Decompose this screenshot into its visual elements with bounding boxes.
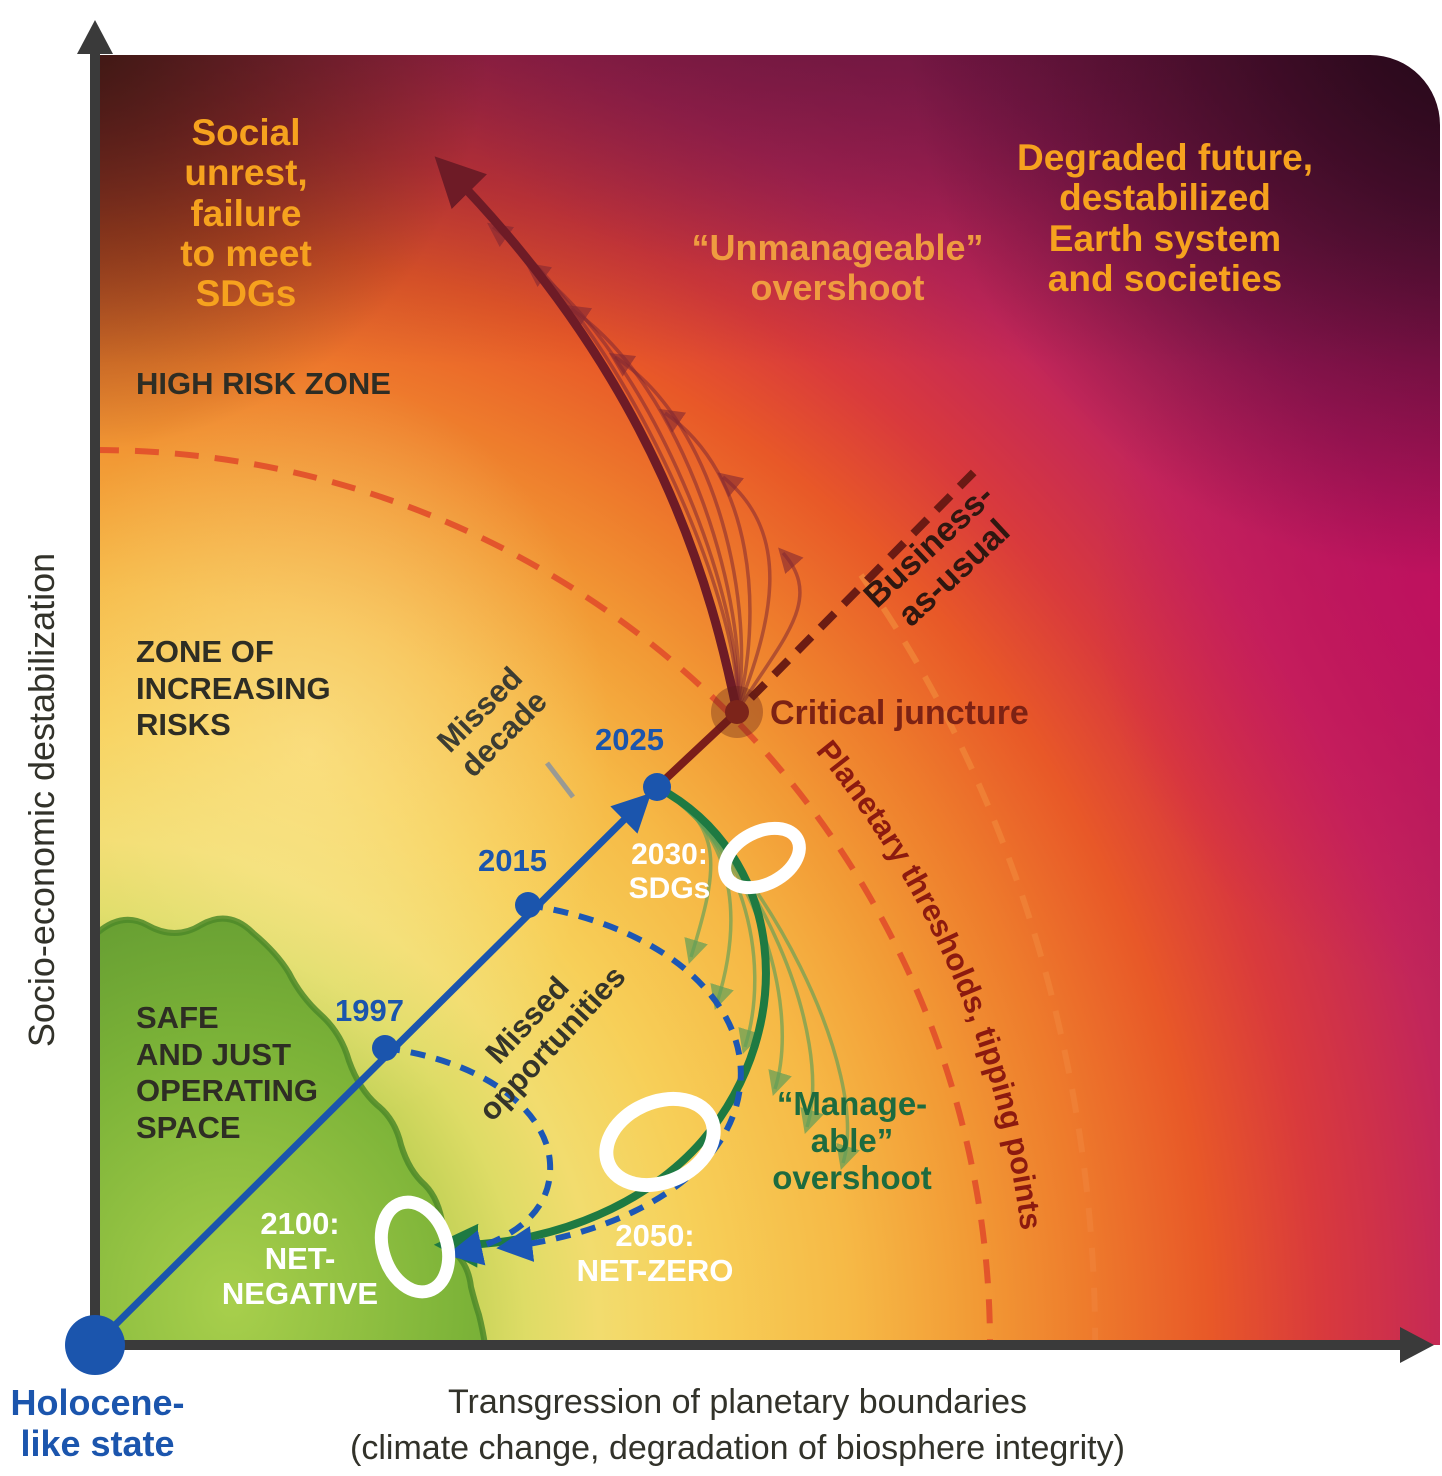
- y-axis-label: Socio-economic destabilization: [21, 552, 62, 1048]
- historical-trajectory-line: [95, 792, 652, 1345]
- holocene-origin-dot: [65, 1315, 125, 1375]
- safe-operating-space-label: SAFE AND JUST OPERATING SPACE: [136, 1000, 318, 1145]
- x-axis-line: [95, 1340, 1407, 1350]
- year-2025-label: 2025: [595, 722, 664, 757]
- planetary-threshold-dashed-arc: [858, 573, 1099, 1345]
- year-1997-label: 1997: [335, 993, 404, 1028]
- year-2015-label: 2015: [478, 843, 547, 878]
- y-axis-line: [90, 45, 100, 1345]
- critical-juncture-dot: [725, 700, 749, 724]
- x-axis-label: Transgression of planetary boundaries (c…: [350, 1383, 1125, 1467]
- unmanageable-overshoot-label: “Unmanageable” overshoot: [691, 227, 984, 309]
- missed-opportunity-loop-1997: [384, 1045, 554, 1266]
- net-zero-2050-ring: [599, 1091, 721, 1193]
- dot-2015: [515, 892, 541, 918]
- plot-area: Planetary thresholds, tipping points: [95, 55, 1440, 1345]
- y-axis-arrowhead: [77, 20, 113, 54]
- social-unrest-label: Social unrest, failure to meet SDGs: [180, 112, 312, 315]
- missed-opportunity-loop-2015: [496, 902, 744, 1262]
- zone-increasing-risks-label: ZONE OF INCREASING RISKS: [136, 634, 331, 743]
- net-negative-2100-label: 2100: NET- NEGATIVE: [221, 1206, 379, 1312]
- diagram-canvas: Planetary thresholds, tipping points: [95, 156, 1099, 1345]
- net-zero-2050-label: 2050: NET-ZERO: [576, 1218, 734, 1289]
- manageable-overshoot-label: “Manage- able” overshoot: [772, 1085, 932, 1196]
- missed-decade-pointer-line: [545, 761, 575, 799]
- high-risk-zone-label: HIGH RISK ZONE: [136, 366, 391, 401]
- net-negative-2100-ring: [374, 1195, 456, 1299]
- holocene-state-label: Holocene- like state: [10, 1382, 185, 1465]
- degraded-future-label: Degraded future, destabilized Earth syst…: [1016, 137, 1314, 299]
- sdgs-2030-label: 2030: SDGs: [628, 838, 711, 905]
- unmanageable-main-arrow: [434, 156, 742, 713]
- trajectory-to-juncture: [654, 709, 740, 790]
- critical-juncture-label: Critical juncture: [770, 694, 1029, 732]
- business-as-usual-dashed-line: [748, 464, 982, 701]
- dot-1997: [372, 1035, 398, 1061]
- x-axis-arrowhead: [1400, 1327, 1434, 1363]
- safe-space-border: [95, 915, 488, 1345]
- sdgs-2030-ring: [718, 821, 806, 895]
- dot-2025: [643, 773, 671, 801]
